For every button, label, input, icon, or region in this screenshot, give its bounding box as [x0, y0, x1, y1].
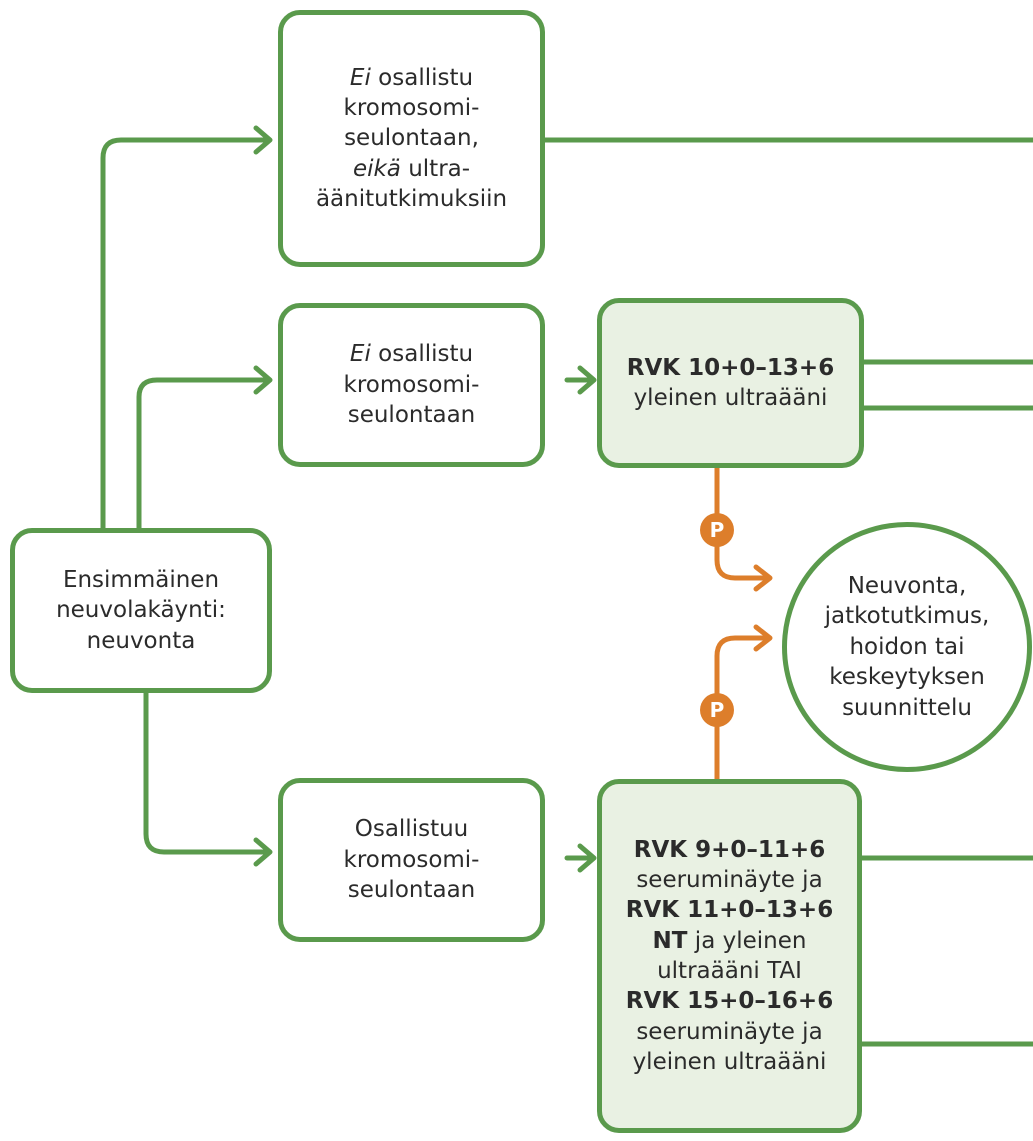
label-line: kromosomi-: [344, 370, 480, 400]
label-run: seulontaan,: [344, 125, 479, 152]
label-run: eikä: [352, 155, 401, 182]
label-run: hoidon tai: [849, 633, 965, 660]
connector-screening-tests-to-counselling: [714, 635, 769, 783]
label-line: Ei osallistu: [316, 63, 507, 93]
label-run: RVK 11+0–13+6: [625, 897, 834, 924]
label-run: jatkotutkimus,: [824, 603, 990, 630]
arrowhead: [577, 843, 597, 873]
badge-upper: P: [700, 513, 734, 547]
arrowhead: [753, 564, 773, 592]
label-run: RVK 9+0–11+6: [633, 836, 826, 863]
connector-general-us-to-counselling: [714, 463, 769, 581]
label-line: RVK 11+0–13+6: [626, 895, 833, 925]
node-general-ultrasound: RVK 10+0–13+6 yleinen ultraääni: [597, 298, 864, 468]
label-line: seeruminäyte ja: [626, 1017, 833, 1047]
label-line: Neuvonta,: [825, 571, 990, 601]
label-run: keskeytyksen: [829, 664, 985, 691]
node-general-ultrasound-label: RVK 10+0–13+6 yleinen ultraääni: [627, 353, 834, 414]
label-run: seeruminäyte ja: [636, 866, 823, 893]
label-line: eikä ultra-: [316, 154, 507, 184]
connector-first-visit-to-no-screening-no-us: [100, 137, 271, 531]
label-run: kromosomi-: [343, 371, 480, 398]
label-run: osallistu: [370, 341, 474, 368]
node-screening-label: Osallistuu kromosomi-seulontaan: [344, 814, 480, 905]
label-line: NT ja yleinen: [626, 926, 833, 956]
label-run: RVK 10+0–13+6: [626, 354, 835, 381]
label-run: yleinen ultraääni: [632, 1049, 827, 1076]
connector-first-visit-to-screening: [143, 690, 271, 855]
label-line: Osallistuu: [344, 814, 480, 844]
label-run: Ei: [349, 341, 371, 368]
arrowhead: [253, 125, 273, 155]
label-run: ultra-: [400, 155, 471, 182]
node-counselling: Neuvonta, jatkotutkimus, hoidon tai keskeyt…: [782, 522, 1032, 772]
label-line: yleinen ultraääni: [627, 383, 834, 413]
label-line: seulontaan,: [316, 123, 507, 153]
label-run: seeruminäyte ja: [636, 1018, 823, 1045]
node-screening-tests: RVK 9+0–11+6 seeruminäyte ja RVK 11+0–13+6…: [597, 779, 862, 1133]
label-line: kromosomi-: [344, 845, 480, 875]
label-line: seulontaan: [344, 875, 480, 905]
arrowhead: [753, 624, 773, 652]
label-run: seulontaan: [347, 402, 476, 429]
connector-first-visit-to-no-screening: [136, 377, 271, 531]
label-run: suunnittelu: [842, 694, 972, 721]
arrowhead: [253, 365, 273, 395]
label-line: ultraääni TAI: [626, 956, 833, 986]
label-run: yleinen ultraääni: [633, 385, 828, 411]
label-line: äänitutkimuksiin: [316, 184, 507, 214]
label-line: seeruminäyte ja: [626, 865, 833, 895]
label-line: RVK 15+0–16+6: [626, 986, 833, 1016]
badge-lower: P: [700, 693, 734, 727]
label-run: seulontaan: [347, 877, 476, 904]
label-run: Ensimmäinen: [62, 566, 220, 593]
label-line: suunnittelu: [825, 693, 990, 723]
label-line: seulontaan: [344, 400, 480, 430]
label-run: ja yleinen: [687, 927, 807, 954]
arrowhead: [253, 837, 273, 867]
label-run: Ei: [349, 64, 371, 91]
node-counselling-label: Neuvonta, jatkotutkimus, hoidon tai keskeyt…: [825, 571, 990, 723]
label-run: äänitutkimuksiin: [315, 186, 508, 213]
node-first-visit: Ensimmäinen neuvolakäynti: neuvonta: [10, 528, 272, 693]
label-run: kromosomi-: [343, 94, 480, 121]
label-line: yleinen ultraääni: [626, 1047, 833, 1077]
label-run: NT: [652, 927, 688, 954]
label-run: RVK 15+0–16+6: [625, 988, 834, 1015]
node-screening: Osallistuu kromosomi-seulontaan: [278, 778, 545, 942]
label-run: neuvolakäynti:: [56, 597, 226, 624]
node-first-visit-label: Ensimmäinen neuvolakäynti: neuvonta: [56, 565, 226, 656]
label-run: Osallistuu: [354, 816, 469, 843]
label-run: Neuvonta,: [847, 573, 967, 600]
label-run: osallistu: [370, 64, 474, 91]
label-line: Ensimmäinen: [56, 565, 226, 595]
label-run: kromosomi-: [343, 846, 480, 873]
label-line: hoidon tai: [825, 632, 990, 662]
label-line: jatkotutkimus,: [825, 601, 990, 631]
label-line: Ei osallistu: [344, 339, 480, 369]
label-line: RVK 9+0–11+6: [626, 835, 833, 865]
label-line: kromosomi-: [316, 93, 507, 123]
node-screening-tests-label: RVK 9+0–11+6 seeruminäyte ja RVK 11+0–13+6…: [626, 835, 833, 1078]
label-line: neuvolakäynti:: [56, 595, 226, 625]
label-line: RVK 10+0–13+6: [627, 353, 834, 383]
label-run: neuvonta: [86, 627, 196, 654]
label-line: neuvonta: [56, 626, 226, 656]
label-run: ultraääni TAI: [657, 958, 802, 984]
label-line: keskeytyksen: [825, 662, 990, 692]
arrowhead: [577, 365, 597, 395]
